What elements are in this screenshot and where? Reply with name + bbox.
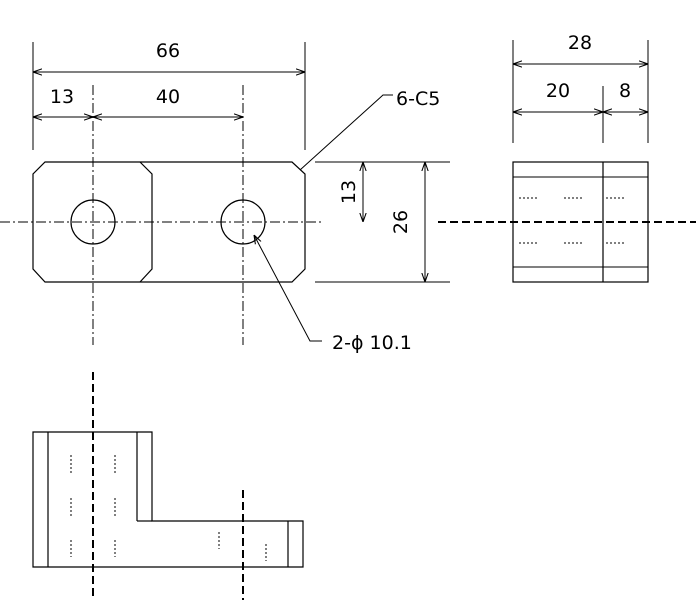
- dimension-half-height: 13: [338, 162, 363, 222]
- side-view: [438, 161, 696, 283]
- dimension-40-label: 40: [156, 86, 180, 108]
- bottom-view: [32, 372, 304, 600]
- dimension-side-parts: 20 8: [513, 80, 648, 143]
- dimension-66-label: 66: [156, 40, 180, 62]
- dimension-13-vertical-label: 13: [338, 180, 360, 204]
- side-view-outline: [512, 161, 649, 283]
- side-view-hidden-lines: [519, 197, 624, 244]
- dimension-13-label: 13: [50, 86, 74, 108]
- bottom-view-hidden-lines: [70, 455, 267, 561]
- chamfer-callout: 6-C5: [299, 88, 440, 171]
- dimension-height: 26: [390, 162, 425, 282]
- dimension-28-label: 28: [568, 32, 592, 54]
- bottom-view-outline: [32, 431, 304, 568]
- hole-callout: 2-ϕ 10.1: [254, 235, 412, 354]
- dimension-hole-pitch: 40: [93, 86, 243, 117]
- dimension-8-label: 8: [619, 80, 631, 102]
- dimension-26-label: 26: [390, 210, 412, 234]
- dimension-overall-length: 66: [32, 40, 306, 150]
- front-view-outline: [32, 161, 306, 283]
- hole-label: 2-ϕ 10.1: [332, 332, 412, 354]
- dimension-20-label: 20: [546, 80, 570, 102]
- front-view: [0, 85, 322, 345]
- chamfer-label: 6-C5: [396, 88, 440, 110]
- dimension-side-width: 28: [512, 32, 649, 143]
- dimension-left-offset: 13: [33, 86, 93, 117]
